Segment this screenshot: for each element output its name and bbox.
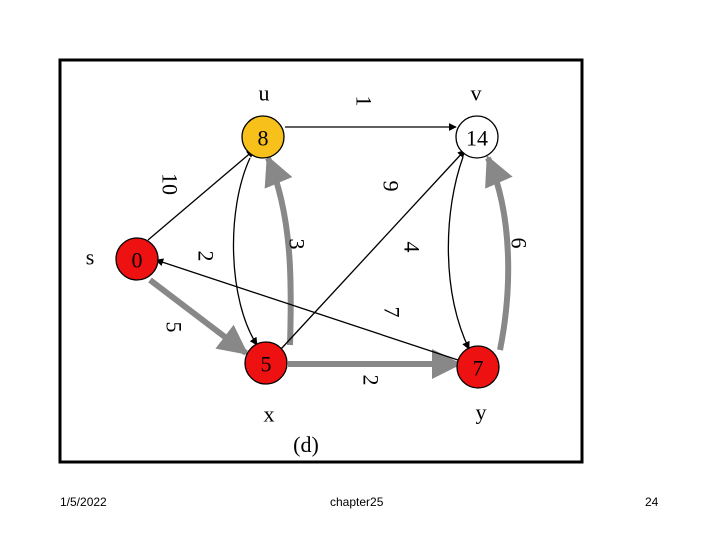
- edge-s-u: [147, 149, 255, 241]
- edge-weight-x-y: 2: [359, 375, 384, 386]
- edge-x-v: [280, 149, 466, 350]
- diagram-frame: [58, 58, 584, 464]
- node-x-label: x: [264, 402, 275, 427]
- node-u-value: 8: [258, 126, 269, 151]
- edge-weight-v-y: 4: [400, 242, 425, 253]
- node-y-value: 7: [473, 356, 484, 381]
- node-s-value: 0: [132, 248, 143, 273]
- node-u: [241, 115, 285, 159]
- footer-page-number: 24: [645, 495, 659, 509]
- edge-weight-x-v: 9: [379, 181, 404, 192]
- edge-weight-s-x: 5: [162, 322, 187, 333]
- edge-x-u: [264, 155, 294, 346]
- edge-weight-u-v: 1: [352, 96, 377, 107]
- node-x-value: 5: [261, 352, 272, 377]
- diagram-caption: (d): [293, 432, 319, 457]
- node-u-label: u: [259, 81, 270, 106]
- node-x: [244, 341, 288, 385]
- node-s-label: s: [86, 245, 95, 270]
- edge-v-y: [447, 156, 470, 350]
- edge-weight-u-x: 2: [194, 251, 219, 262]
- node-v-label: v: [471, 81, 482, 106]
- edge-weight-x-u: 3: [285, 239, 310, 250]
- node-y-label: y: [476, 400, 487, 425]
- edge-y-v: [485, 155, 513, 351]
- edge-u-x: [232, 157, 258, 346]
- edge-weight-y-v: 6: [507, 238, 532, 249]
- edge-weight-y-s: 7: [380, 307, 405, 318]
- node-v: [455, 115, 499, 159]
- footer-date: 1/5/2022: [60, 495, 107, 509]
- node-y: [456, 345, 500, 389]
- edge-y-s: [155, 258, 462, 362]
- edge-weight-s-u: 10: [158, 173, 183, 195]
- node-s: [115, 237, 159, 281]
- edge-s-x: [148, 277, 249, 356]
- node-v-value: 14: [466, 126, 488, 151]
- footer-chapter: chapter25: [330, 495, 384, 509]
